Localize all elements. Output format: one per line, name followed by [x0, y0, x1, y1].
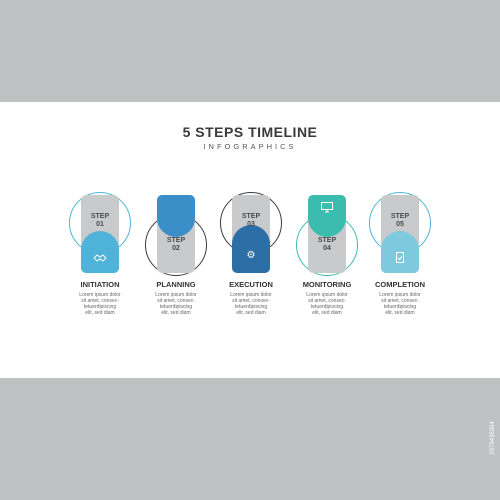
stock-id: 2079435394 [490, 421, 496, 455]
monitor-icon [320, 201, 334, 213]
step-3-description: Lorem ipsum dolor sit amet, consec- tetu… [230, 292, 272, 316]
step-2-pill: STEP 02 [157, 195, 195, 273]
step-2-description: Lorem ipsum dolor sit amet, consec- tetu… [155, 292, 197, 316]
step-2-word: STEP [166, 237, 186, 244]
step-4-pill: STEP 04 [308, 195, 346, 273]
step-1-color-cap [81, 231, 119, 273]
step-1-description: Lorem ipsum dolor sit amet, consec- tetu… [79, 292, 121, 316]
step-4-number: 04 [323, 245, 331, 252]
step-5-word: STEP [390, 213, 410, 220]
step-3-name: EXECUTION [229, 280, 273, 289]
step-4: STEP 04 MONITORING Lorem ipsum dolor sit… [287, 102, 367, 332]
gear-icon: ⚙ [246, 250, 256, 261]
step-4-word: STEP [317, 237, 337, 244]
step-2-color-cap [157, 195, 195, 237]
step-5-description: Lorem ipsum dolor sit amet, consec- tetu… [379, 292, 421, 316]
step-5-pill: STEP 05 [381, 195, 419, 273]
infographic-card: 5 STEPS TIMELINE INFOGRAPHICS STEP 01 IN… [0, 102, 500, 378]
step-3-label: STEP 03 [232, 213, 270, 229]
step-3-color-cap [232, 225, 270, 273]
step-3-number: 03 [247, 221, 255, 228]
step-3-pill: STEP 03 ⚙ [232, 195, 270, 273]
step-2-name: PLANNING [156, 280, 196, 289]
step-3-word: STEP [241, 213, 261, 220]
step-1: STEP 01 INITIATION Lorem ipsum dolor sit… [60, 102, 140, 332]
step-4-label: STEP 04 [308, 237, 346, 253]
step-5: STEP 05 COMPLETION Lorem ipsum dolor sit… [360, 102, 440, 332]
step-5-name: COMPLETION [375, 280, 425, 289]
handshake-icon [93, 252, 107, 264]
step-1-label: STEP 01 [81, 213, 119, 229]
step-4-name: MONITORING [302, 280, 352, 289]
step-4-description: Lorem ipsum dolor sit amet, consec- tetu… [306, 292, 348, 316]
step-2: STEP 02 PLANNING Lorem ipsum dolor sit a… [136, 102, 216, 332]
step-5-label: STEP 05 [381, 213, 419, 229]
step-2-number: 02 [172, 245, 180, 252]
page-title: 5 STEPS TIMELINE [182, 124, 318, 140]
page-subtitle: INFOGRAPHICS [203, 142, 297, 151]
step-1-pill: STEP 01 [81, 195, 119, 273]
document-check-icon [393, 252, 407, 264]
step-2-label: STEP 02 [157, 237, 195, 253]
step-1-name: INITIATION [80, 280, 120, 289]
step-3: STEP 03 ⚙ EXECUTION Lorem ipsum dolor si… [211, 102, 291, 332]
step-1-number: 01 [96, 221, 104, 228]
step-5-number: 05 [396, 221, 404, 228]
step-1-word: STEP [90, 213, 110, 220]
